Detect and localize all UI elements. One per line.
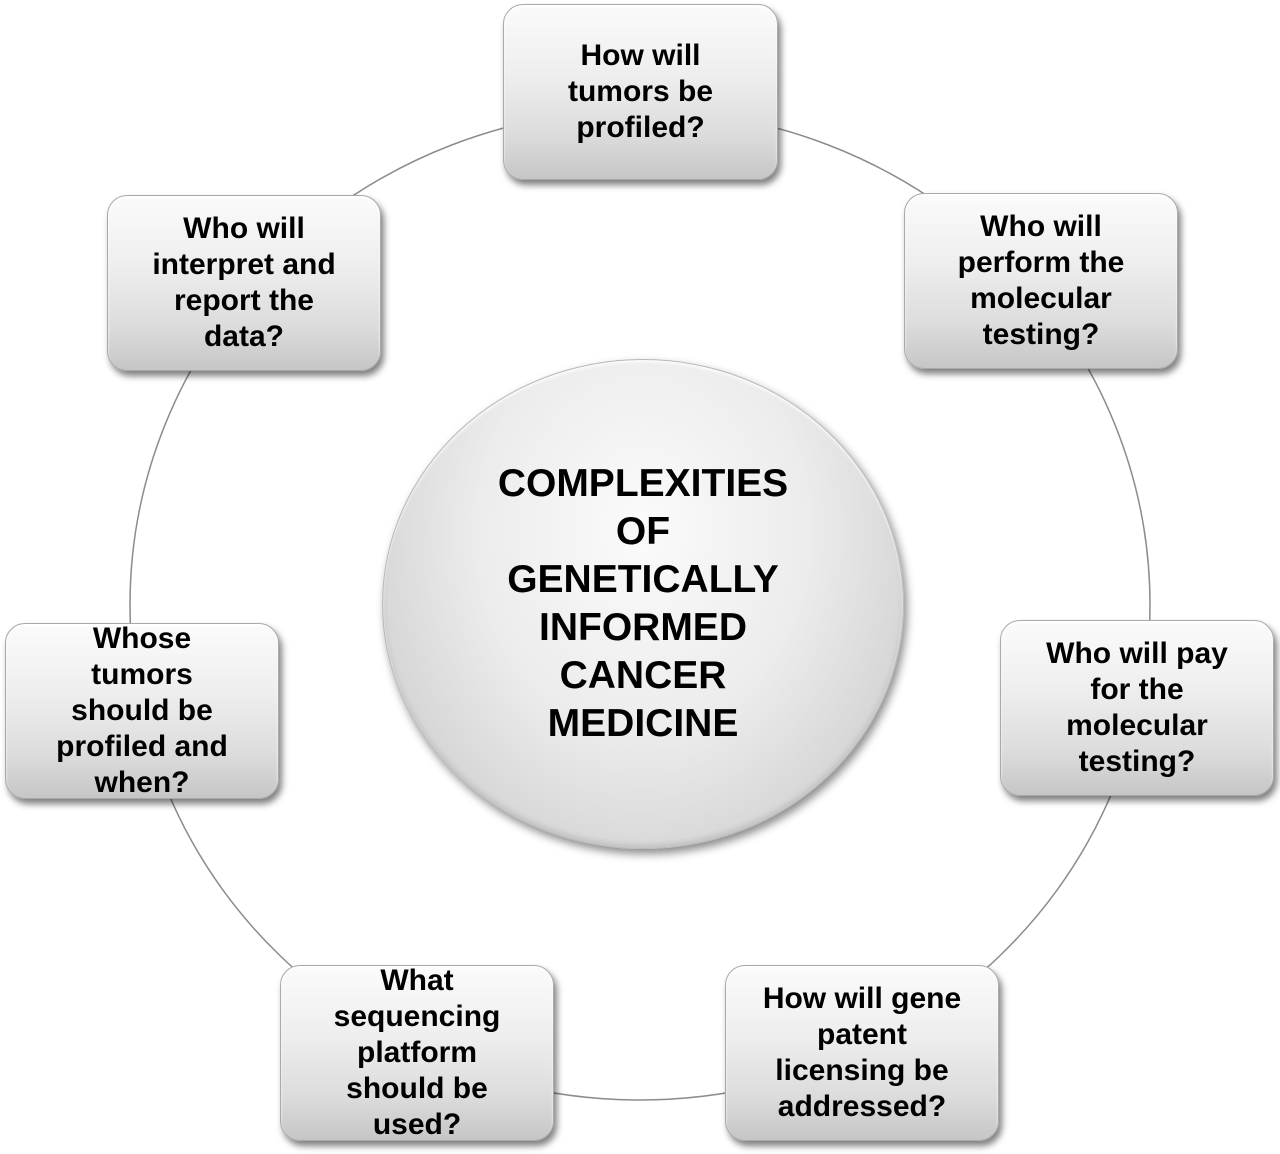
node-testing-performer: Who will perform the molecular testing? xyxy=(904,193,1178,369)
node-text-line: when? xyxy=(94,766,190,799)
central-topic-line: COMPLEXITIES xyxy=(497,462,789,505)
node-data-interpretation: Who will interpret and report the data? xyxy=(107,195,381,371)
node-text-line: molecular xyxy=(970,282,1112,315)
node-text-line: licensing be xyxy=(775,1054,949,1087)
central-topic-line: MEDICINE xyxy=(547,702,739,745)
node-text-line: Whose xyxy=(92,622,192,655)
node-text-line: testing? xyxy=(982,318,1100,351)
node-sequencing-platform: What sequencing platform should be used? xyxy=(280,964,554,1141)
node-text-line: testing? xyxy=(1078,745,1196,778)
central-topic-line: INFORMED xyxy=(539,606,747,649)
node-text-line: tumors xyxy=(91,658,193,691)
central-topic: COMPLEXITIES OF GENETICALLY INFORMED CAN… xyxy=(382,359,904,849)
node-gene-patent: How will gene patent licensing be addres… xyxy=(725,965,999,1141)
node-payer: Who will pay for the molecular testing? xyxy=(1000,620,1274,796)
node-text-line: How will gene xyxy=(762,982,962,1015)
node-text-line: molecular xyxy=(1066,709,1208,742)
node-text-line: should be xyxy=(71,694,213,727)
node-text-line: used? xyxy=(372,1108,462,1141)
node-text-line: How will xyxy=(580,39,701,72)
central-topic-line: GENETICALLY xyxy=(507,558,779,601)
node-text-line: patent xyxy=(817,1018,907,1051)
node-text-line: Who will xyxy=(183,212,305,245)
central-topic-line: OF xyxy=(615,510,671,553)
node-text-line: tumors be xyxy=(567,75,714,108)
node-text-line: data? xyxy=(203,320,284,353)
node-text-line: for the xyxy=(1090,673,1184,706)
node-text-line: sequencing xyxy=(333,1000,501,1033)
node-text-line: addressed? xyxy=(777,1090,947,1123)
node-profiling-method: How will tumors be profiled? xyxy=(503,4,778,180)
node-text-line: perform the xyxy=(957,246,1125,279)
node-text-line: Who will xyxy=(980,210,1102,243)
node-patient-selection: Whose tumors should be profiled and when… xyxy=(5,622,279,799)
central-topic-line: CANCER xyxy=(559,654,727,697)
node-text-line: profiled? xyxy=(576,111,705,144)
node-text-line: platform xyxy=(357,1036,477,1069)
node-text-line: profiled and xyxy=(56,730,228,763)
node-text-line: Who will pay xyxy=(1046,637,1228,670)
node-text-line: should be xyxy=(346,1072,488,1105)
node-text-line: report the xyxy=(173,284,314,317)
node-text-line: interpret and xyxy=(152,248,336,281)
node-text-line: What xyxy=(380,964,454,997)
